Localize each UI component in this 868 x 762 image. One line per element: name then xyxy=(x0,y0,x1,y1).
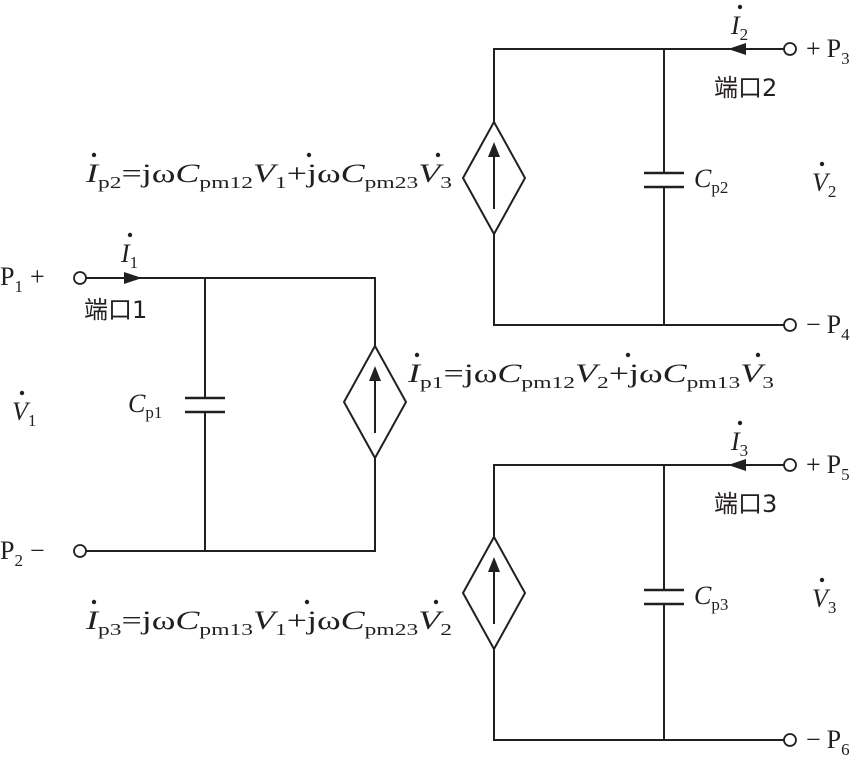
capacitor-cp1-label: Cp1 xyxy=(128,389,162,422)
port-p4-label: −P4 xyxy=(806,310,850,344)
current-i3-arrow xyxy=(728,459,746,471)
current-i1-arrow xyxy=(124,272,142,284)
port-p2-label: P2− xyxy=(0,536,45,570)
port-p1-label: P1+ xyxy=(0,262,45,296)
current-i2-arrow xyxy=(728,43,746,55)
voltage-v1-label: V1 xyxy=(12,390,36,430)
port3-circuit xyxy=(461,458,797,747)
svg-text:P2−: P2− xyxy=(0,536,45,570)
terminal-p2 xyxy=(73,544,87,558)
port-p5-label: +P5 xyxy=(806,450,850,484)
svg-text:+P5: +P5 xyxy=(806,450,850,484)
port3-name-label: 端口3 xyxy=(714,490,777,518)
current-i2-label: I2 xyxy=(730,4,748,44)
svg-text:V1: V1 xyxy=(12,397,36,430)
port1-name-label: 端口1 xyxy=(84,296,147,324)
source-ip2-arrow-head xyxy=(488,142,500,157)
current-i1-label: I1 xyxy=(120,232,138,272)
port1-circuit xyxy=(73,271,408,558)
port-p6-label: −P6 xyxy=(806,725,850,759)
capacitor-cp2-label: Cp2 xyxy=(694,164,728,197)
terminal-p4 xyxy=(783,318,797,332)
voltage-v2-label: V2 xyxy=(812,161,836,201)
svg-text:I3: I3 xyxy=(730,427,748,460)
terminal-p6 xyxy=(783,733,797,747)
terminal-p1 xyxy=(73,271,87,285)
voltage-v3-label: V3 xyxy=(812,577,836,617)
svg-text:I2: I2 xyxy=(730,11,748,44)
svg-text:+P3: +P3 xyxy=(806,34,850,68)
current-i3-label: I3 xyxy=(730,420,748,460)
dependent-source-ip3 xyxy=(461,534,527,652)
port-p3-label: +P3 xyxy=(806,34,850,68)
terminal-p5 xyxy=(783,458,797,472)
terminal-p3 xyxy=(783,42,797,56)
source-ip1-arrow-head xyxy=(369,366,381,381)
svg-text:V2: V2 xyxy=(812,168,836,201)
capacitor-cp3-label: Cp3 xyxy=(694,581,728,614)
svg-text:−P4: −P4 xyxy=(806,310,850,344)
svg-text:I1: I1 xyxy=(120,239,138,272)
source-ip3-arrow-head xyxy=(488,557,500,572)
svg-text:P1+: P1+ xyxy=(0,262,45,296)
svg-text:−P6: −P6 xyxy=(806,725,850,759)
svg-text:V3: V3 xyxy=(812,584,836,617)
dependent-source-ip1 xyxy=(342,343,408,461)
port2-name-label: 端口2 xyxy=(714,74,777,102)
port2-circuit xyxy=(461,42,797,332)
dependent-source-ip2 xyxy=(461,119,527,237)
